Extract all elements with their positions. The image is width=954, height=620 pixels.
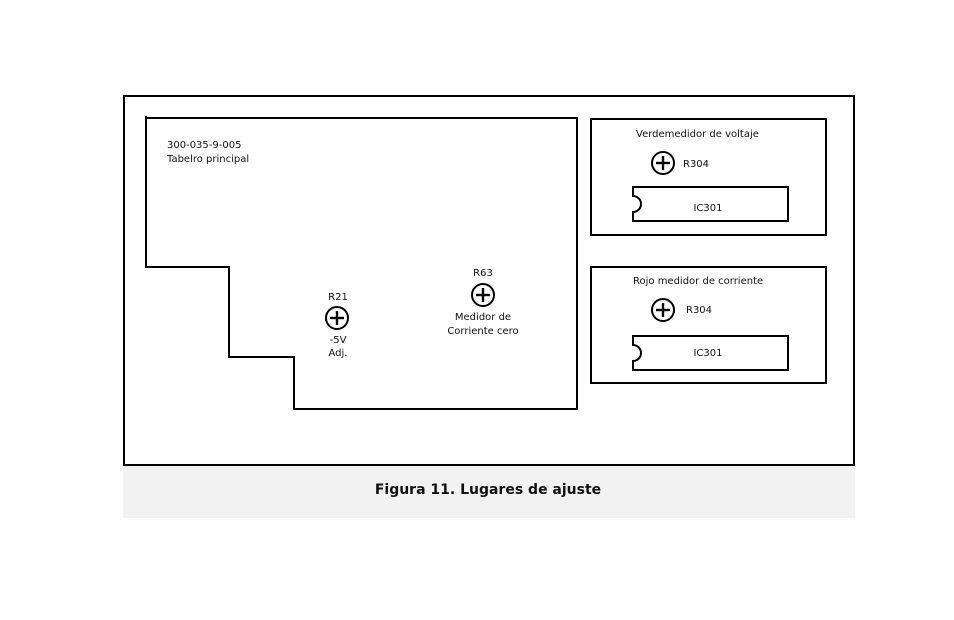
r21-desc-line1: -5V (330, 335, 347, 346)
r63-desc-line1: Medidor de (455, 312, 511, 323)
r63-label: R63 (473, 268, 493, 279)
r21-label: R21 (328, 292, 348, 303)
main-board-part-number: 300-035-9-005 (167, 140, 241, 151)
figure-caption: Figura 11. Lugares de ajuste (375, 482, 601, 498)
current-r304-label: R304 (686, 305, 712, 316)
main-board-name: Tabelro principal (166, 154, 249, 165)
voltage-r304-label: R304 (683, 159, 709, 170)
r63-adjust-icon (471, 283, 495, 307)
r63-desc-line2: Corriente cero (447, 326, 518, 337)
r21-desc-line2: Adj. (329, 348, 348, 359)
current-ic301-label: IC301 (693, 348, 722, 359)
voltage-r304-adjust-icon (651, 151, 675, 175)
current-r304-adjust-icon (651, 298, 675, 322)
current-ic301-chip (632, 335, 789, 371)
current-meter-board (590, 266, 827, 384)
main-board-outline (145, 116, 578, 410)
r21-adjust-icon (325, 306, 349, 330)
outer-frame (123, 95, 855, 466)
voltage-ic301-chip (632, 186, 789, 222)
voltage-meter-board (590, 118, 827, 236)
current-meter-title: Rojo medidor de corriente (633, 276, 763, 287)
voltage-ic301-label: IC301 (693, 203, 722, 214)
caption-band (123, 466, 855, 518)
voltage-meter-title: Verdemedidor de voltaje (636, 129, 759, 140)
